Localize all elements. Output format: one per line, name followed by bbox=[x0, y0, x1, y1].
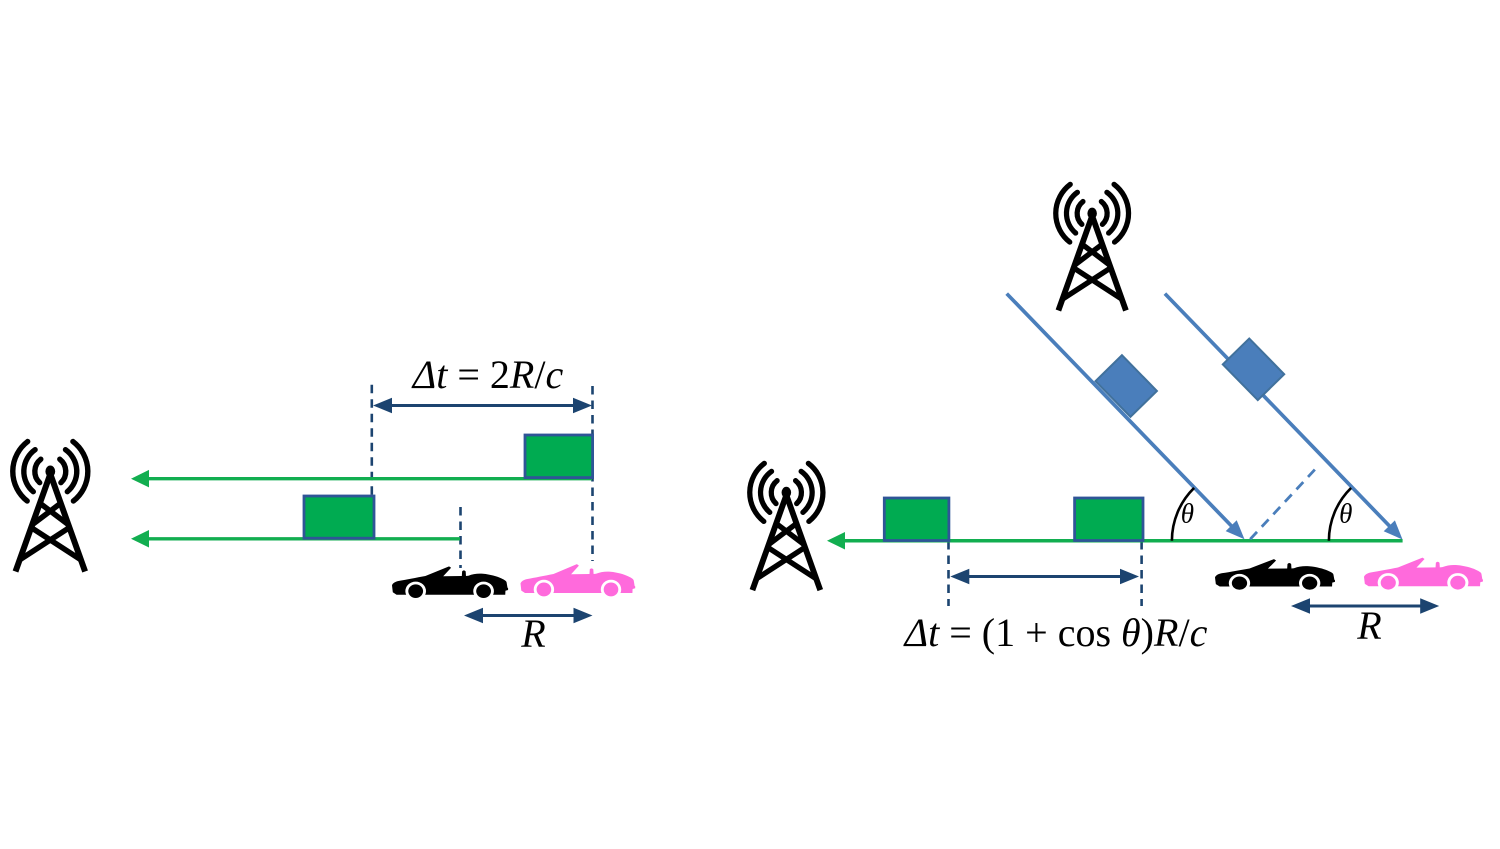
svg-text:R: R bbox=[520, 611, 545, 656]
svg-text:Δt = (1 + cos θ)R/c: Δt = (1 + cos θ)R/c bbox=[903, 610, 1208, 655]
svg-text:Δt = 2R/c: Δt = 2R/c bbox=[411, 352, 564, 397]
svg-text:θ: θ bbox=[1339, 499, 1352, 529]
svg-text:R: R bbox=[1356, 603, 1381, 648]
svg-text:θ: θ bbox=[1181, 499, 1194, 529]
